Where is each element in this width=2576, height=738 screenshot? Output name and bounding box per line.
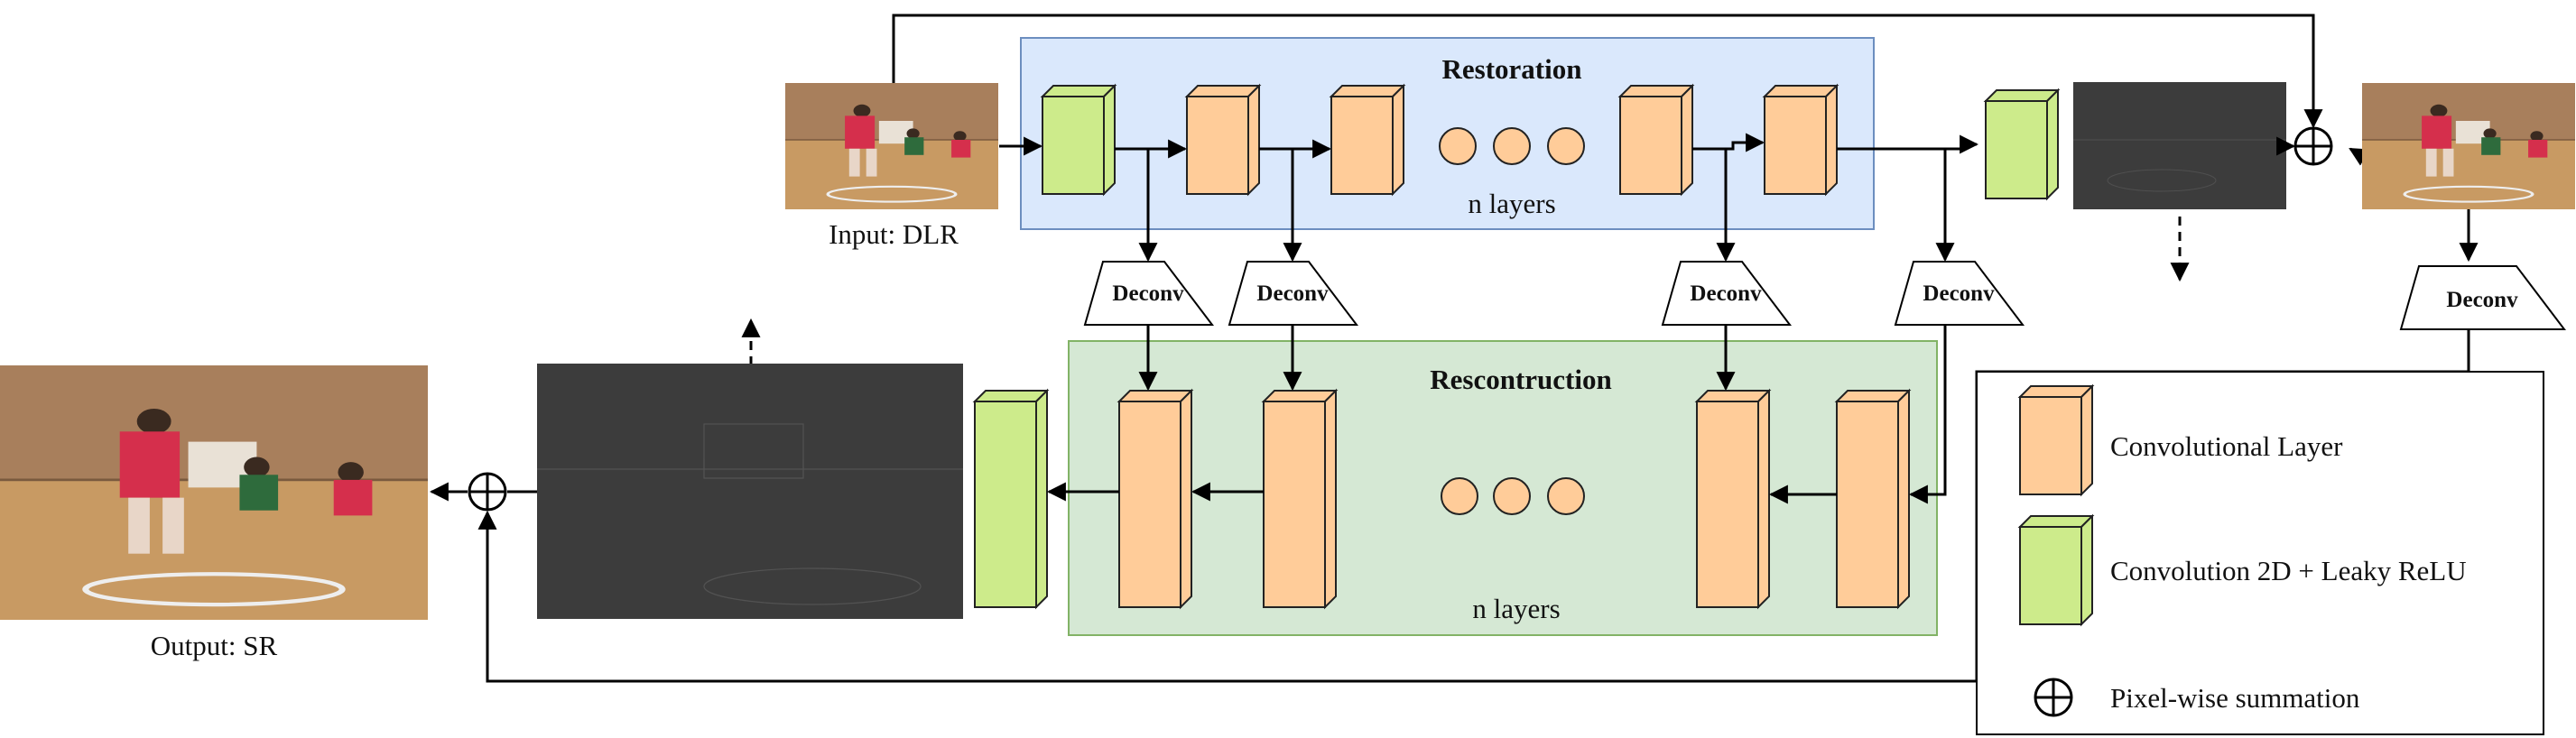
legend-conv-layer-icon: [2019, 385, 2093, 495]
restoration-conv-layer-4: [1764, 85, 1838, 195]
reconstruction-conv-leaky: [974, 390, 1048, 608]
restoration-ellipsis: [1439, 127, 1585, 165]
legend-conv-layer-label: Convolutional Layer: [2110, 430, 2343, 462]
input-label: Input: DLR: [829, 218, 959, 250]
restoration-arrows: [999, 133, 1979, 159]
deconv-5: Deconv: [2399, 265, 2567, 330]
restoration-title: Restoration: [1442, 53, 1582, 85]
output-label: Output: SR: [151, 630, 278, 661]
reconstruction-conv-layer-3: [1696, 390, 1770, 608]
svg-text:Deconv: Deconv: [1112, 281, 1184, 306]
reconstruction-conv-layer-4: [1836, 390, 1910, 608]
reconstruction-layers-label: n layers: [1472, 593, 1560, 624]
restoration-conv-layer-1: [1186, 85, 1260, 195]
svg-text:Deconv: Deconv: [1923, 281, 1995, 306]
input-skip-connection: [892, 14, 2323, 129]
restoration-conv-layer-3: [1619, 85, 1693, 195]
restoration-output-conv-leaky: [1985, 89, 2059, 199]
deconv-4: Deconv: [1894, 261, 2025, 326]
legend-conv-leaky-label: Convolution 2D + Leaky ReLU: [2110, 555, 2467, 586]
legend-pixel-sum-label: Pixel-wise summation: [2110, 682, 2360, 714]
reconstruction-ellipsis: [1441, 477, 1585, 515]
reconstruction-conv-layer-2: [1263, 390, 1337, 608]
pixel-sum-icon-bottom: [468, 472, 507, 512]
svg-text:Deconv: Deconv: [1690, 281, 1762, 306]
reconstruction-residual-image: [537, 364, 963, 619]
svg-text:Deconv: Deconv: [1256, 281, 1329, 306]
svg-text:Deconv: Deconv: [2446, 288, 2518, 312]
reconstruction-conv-layer-1: [1118, 390, 1192, 608]
restoration-residual-image: [2073, 82, 2286, 209]
pixel-sum-icon-top: [2293, 126, 2333, 166]
restoration-conv-leaky: [1042, 85, 1116, 195]
restoration-conv-layer-2: [1330, 85, 1404, 195]
restoration-layers-label: n layers: [1468, 188, 1555, 219]
legend-pixel-sum-icon: [2034, 678, 2073, 717]
restoration-sr-image: [2360, 81, 2576, 211]
deconv-2: Deconv: [1228, 261, 1359, 326]
output-image: [0, 365, 428, 620]
reconstruction-title: Rescontruction: [1430, 364, 1611, 395]
deconv-1: Deconv: [1083, 261, 1215, 326]
input-image: [783, 81, 1000, 211]
legend-conv-leaky-icon: [2019, 515, 2093, 625]
deconv-3: Deconv: [1661, 261, 1793, 326]
